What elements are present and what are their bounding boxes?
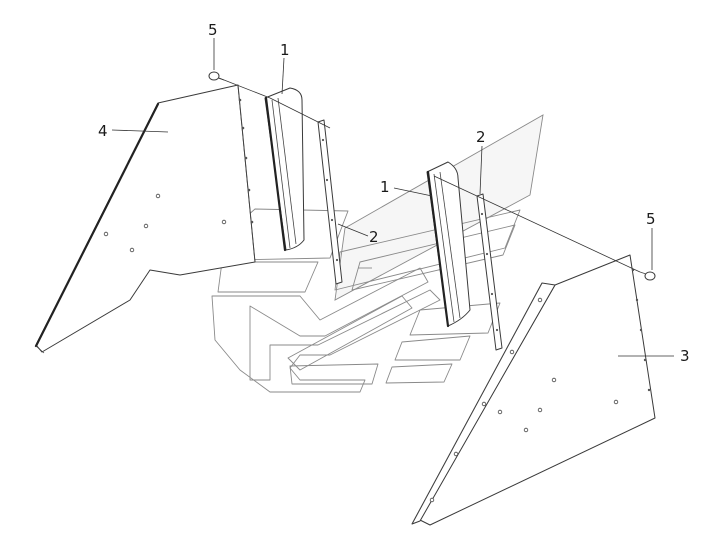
leader-2-mid (337, 223, 369, 237)
strip-hole (480, 212, 484, 216)
strip-hole (495, 328, 499, 332)
panel-3-hole (551, 377, 557, 383)
ghost-window-right-2 (394, 335, 471, 361)
panel-4-rivet (241, 126, 245, 130)
panel-4-hole (103, 231, 109, 237)
fastener-head (208, 71, 220, 81)
panel-4-rear-edge (237, 85, 256, 263)
strip-2-right (476, 193, 503, 351)
panel-4-body (35, 84, 256, 353)
leader-lines (111, 38, 674, 357)
ghost-chevron-strip (287, 295, 413, 371)
ghost-chevron-body (211, 267, 441, 393)
panel-3-flange-edge (411, 282, 543, 525)
panel-4-foot (35, 345, 45, 354)
strip-hole (330, 218, 334, 222)
callout-4: 4 (98, 122, 108, 140)
callout-3: 3 (680, 347, 690, 365)
panel-3-rivet (635, 298, 639, 302)
callout-2-mid: 2 (369, 228, 379, 246)
strip-hole (325, 178, 329, 182)
panel-4-rivet (238, 98, 242, 102)
panel-4-hole (155, 193, 161, 199)
leader-1-right (393, 187, 433, 197)
part-1-right-window (426, 161, 471, 328)
leader-2-top (479, 145, 483, 195)
panel-4-rivet (247, 188, 251, 192)
leader-fastener-axis-left (218, 77, 271, 99)
fastener-head (644, 271, 656, 281)
callout-5-right: 5 (646, 210, 656, 228)
part-2-left-strip (317, 119, 343, 285)
leader-axis-left-cont (269, 97, 331, 129)
part-5-right-fastener (639, 271, 656, 281)
fastener-shank (639, 271, 647, 275)
window-1-left-inner2 (277, 97, 297, 245)
leader-axis-right (433, 175, 641, 273)
ghost-window-bottom (289, 363, 379, 385)
panel-4-rivet (244, 156, 248, 160)
window-1-left-inner (271, 99, 291, 249)
strip-hole (485, 252, 489, 256)
panel-3-hole (497, 409, 503, 415)
callout-1-left: 1 (280, 41, 290, 59)
callout-labels: 5 1 4 2 1 2 5 3 (98, 21, 690, 365)
panel-4-hole (221, 219, 227, 225)
panel-3-rivet (643, 358, 647, 362)
panel-3-hole (429, 497, 435, 503)
part-5-left-fastener (208, 71, 225, 81)
callout-5-left: 5 (208, 21, 218, 39)
panel-4-hole (143, 223, 149, 229)
part-3-right-side-panel (411, 254, 656, 526)
panel-3-hole (537, 407, 543, 413)
panel-3-hole (613, 399, 619, 405)
leader-4 (111, 129, 169, 133)
panel-3-rivet (647, 388, 651, 392)
window-1-left-frame (264, 96, 287, 252)
panel-4-flange-edge (34, 102, 160, 348)
ghost-assembly (211, 114, 544, 393)
ghost-window-left-lower (217, 261, 319, 293)
window-1-left-glass (264, 87, 305, 251)
callout-1-right: 1 (380, 178, 390, 196)
strip-hole (321, 138, 325, 142)
strip-hole (490, 292, 494, 296)
part-1-left-window (264, 87, 305, 252)
panel-4-rivet (250, 220, 254, 224)
callout-2-top: 2 (476, 128, 486, 146)
part-4-left-side-panel (34, 84, 256, 354)
panel-3-rivet (639, 328, 643, 332)
ghost-window-right-3 (385, 363, 453, 384)
strip-2-left (317, 119, 343, 285)
panel-3-hole (453, 451, 459, 457)
panel-3-hole (537, 297, 543, 303)
window-1-right-inner (433, 173, 455, 323)
panel-4-hole (129, 247, 135, 253)
part-2-right-strip (476, 193, 503, 351)
leader-1-left (281, 57, 285, 95)
ghost-window-right-1 (409, 302, 501, 336)
panel-3-hole (523, 427, 529, 433)
panel-3-hole (481, 401, 487, 407)
window-1-right-frame (426, 170, 450, 328)
window-1-right-inner2 (439, 171, 461, 319)
strip-hole (335, 258, 339, 262)
panel-3-hole (509, 349, 515, 355)
